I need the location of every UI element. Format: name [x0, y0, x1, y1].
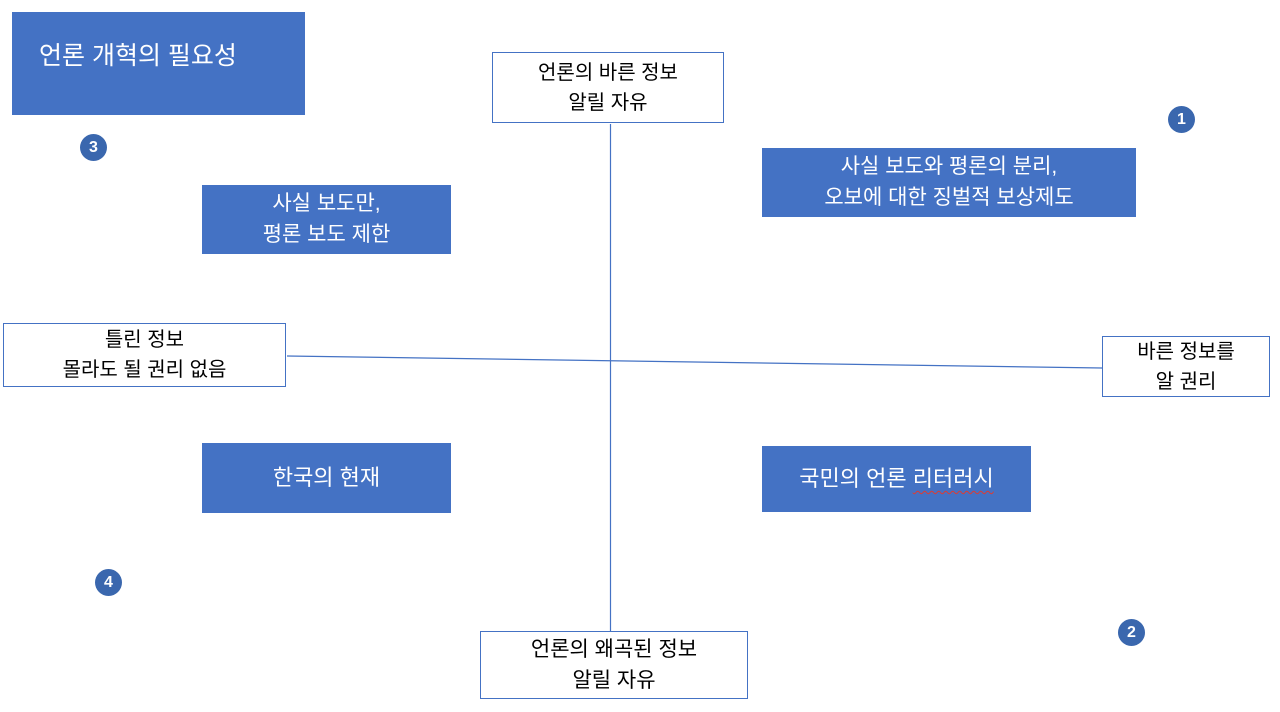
axis-label-top: 언론의 바른 정보 알릴 자유 — [492, 52, 724, 123]
axis-label-top-line2: 알릴 자유 — [568, 91, 648, 114]
horizontal-axis-line — [286, 355, 1103, 369]
numbered-badge-4-label: 4 — [104, 573, 113, 591]
axis-label-right-line2: 알 권리 — [1155, 370, 1217, 393]
box-fact-report-only: 사실 보도만, 평론 보도 제한 — [202, 185, 451, 254]
box-media-literacy-underlined: 리터러시 — [912, 466, 994, 492]
axis-label-bottom: 언론의 왜곡된 정보 알릴 자유 — [480, 631, 748, 699]
box-fact-report-only-line1: 사실 보도만, — [272, 192, 381, 216]
box-fact-commentary-separation-line2: 오보에 대한 징벌적 보상제도 — [824, 185, 1074, 209]
title-box: 언론 개혁의 필요성 — [12, 12, 305, 115]
axis-label-top-line1: 언론의 바른 정보 — [538, 61, 678, 84]
numbered-badge-3: 3 — [80, 134, 107, 161]
box-fact-commentary-separation-line1: 사실 보도와 평론의 분리, — [840, 155, 1058, 179]
numbered-badge-1: 1 — [1168, 106, 1195, 133]
numbered-badge-1-label: 1 — [1177, 110, 1186, 128]
title-text: 언론 개혁의 필요성 — [39, 42, 237, 70]
box-media-literacy: 국민의 언론 리터러시 — [762, 446, 1031, 512]
axis-label-right: 바른 정보를 알 권리 — [1102, 336, 1270, 397]
box-media-literacy-text: 국민의 언론 리터러시 — [799, 463, 993, 495]
axis-label-left-line1: 틀린 정보 — [104, 329, 185, 351]
numbered-badge-3-label: 3 — [89, 138, 98, 156]
box-korea-present: 한국의 현재 — [202, 443, 451, 513]
box-korea-present-text: 한국의 현재 — [272, 465, 381, 491]
numbered-badge-2: 2 — [1118, 619, 1145, 646]
axis-label-right-line1: 바른 정보를 — [1137, 340, 1235, 363]
numbered-badge-4: 4 — [95, 569, 122, 596]
numbered-badge-2-label: 2 — [1127, 623, 1136, 641]
axis-label-left-line2: 몰라도 될 권리 없음 — [62, 359, 227, 381]
box-fact-commentary-separation: 사실 보도와 평론의 분리, 오보에 대한 징벌적 보상제도 — [762, 148, 1136, 217]
box-media-literacy-prefix: 국민의 언론 — [799, 466, 913, 492]
box-fact-report-only-line2: 평론 보도 제한 — [262, 222, 391, 246]
axis-label-left: 틀린 정보 몰라도 될 권리 없음 — [3, 323, 286, 387]
axis-label-bottom-line1: 언론의 왜곡된 정보 — [530, 637, 698, 661]
axis-label-bottom-line2: 알릴 자유 — [572, 669, 656, 692]
